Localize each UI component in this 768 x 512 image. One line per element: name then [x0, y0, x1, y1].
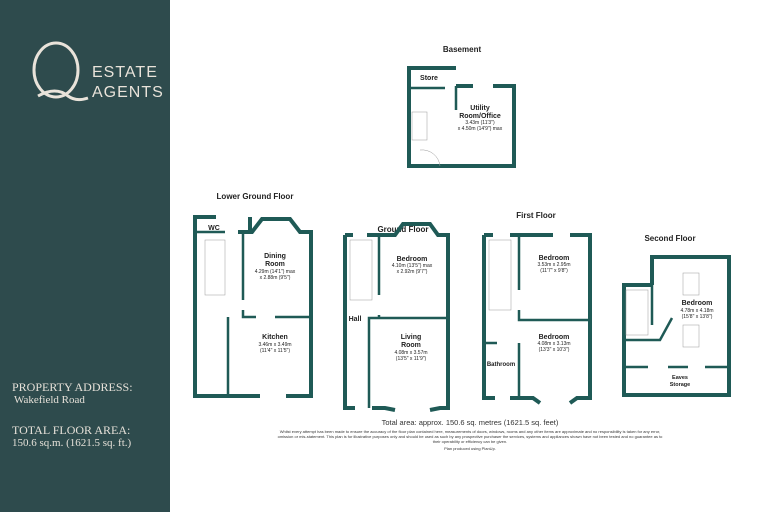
room-first-bedroom2-dim1: 4.08m x 3.13m	[537, 341, 570, 347]
room-first-bedroom1-dim1: 3.53m x 2.95m	[537, 262, 570, 268]
area-label: TOTAL FLOOR AREA:	[12, 423, 131, 437]
second-title: Second Floor	[644, 234, 695, 243]
room-dining-dim1: 4.29m (14'1") max	[255, 269, 296, 275]
ground-floor-plan: Ground Floor Hall Bedroom 4.10m (13'5") …	[343, 222, 450, 412]
room-eaves-name2: Storage	[670, 382, 690, 388]
room-kitchen-name: Kitchen	[262, 334, 288, 341]
floor-plans: Basement Store Utility Room/Office 3.43m…	[193, 45, 731, 412]
room-second-bedroom-name: Bedroom	[682, 300, 713, 307]
room-utility-name2: Room/Office	[459, 113, 501, 120]
room-second-bedroom-dim1: 4.78m x 4.18m	[680, 308, 713, 314]
room-ground-bedroom-dim2: x 2.92m (9'7")	[397, 269, 428, 275]
room-living-dim1: 4.08m x 3.57m	[394, 350, 427, 356]
area-value: 150.6 sq.m. (1621.5 sq. ft.)	[12, 437, 132, 449]
room-store: Store	[420, 75, 438, 82]
second-floor-plan: Second Floor Bedroom 4.78m x 4.18m (15'8…	[622, 234, 731, 397]
logo-text-estate: ESTATE	[92, 64, 158, 81]
room-first-bedroom2-dim2: (13'3" x 10'3")	[539, 347, 570, 353]
room-living-name: Living	[401, 334, 422, 341]
basement-plan: Basement Store Utility Room/Office 3.43m…	[407, 45, 516, 168]
room-ground-bedroom-dim1: 4.10m (13'5") max	[392, 263, 433, 269]
address-label: PROPERTY ADDRESS:	[12, 380, 133, 394]
logo-text-agents: AGENTS	[92, 84, 164, 101]
room-utility-dim1: 3.43m (11'3")	[465, 120, 495, 126]
room-second-bedroom-dim2: (15'8" x 13'8")	[682, 314, 713, 320]
room-living-dim2: (13'5" x 11'9")	[396, 356, 427, 362]
room-dining-dim2: x 2.88m (9'5")	[260, 275, 291, 281]
ground-title: Ground Floor	[377, 225, 428, 234]
room-bathroom: Bathroom	[487, 362, 515, 368]
room-dining-name2: Room	[265, 261, 285, 268]
room-eaves-name: Eaves	[672, 375, 688, 381]
room-first-bedroom2-name: Bedroom	[539, 334, 570, 341]
room-utility-dim2: x 4.50m (14'9") max	[458, 126, 503, 132]
room-first-bedroom1-dim2: (11'7" x 9'8")	[540, 268, 568, 274]
first-title: First Floor	[516, 211, 556, 220]
plan-credit: Plan produced using PlanUp.	[444, 446, 496, 451]
room-kitchen-dim1: 3.46m x 3.49m	[258, 342, 291, 348]
total-area: Total area: approx. 150.6 sq. metres (16…	[381, 418, 559, 427]
room-ground-bedroom-name: Bedroom	[397, 256, 428, 263]
sidebar: ESTATE AGENTS PROPERTY ADDRESS: Wakefiel…	[0, 0, 170, 512]
lower-ground-floor-plan: Lower Ground Floor WC Dining Room 4.29m …	[193, 192, 313, 398]
disclaimer: Whilst every attempt has been made to en…	[277, 429, 663, 444]
room-kitchen-dim2: (11'4" x 11'5")	[260, 348, 290, 354]
room-dining-name: Dining	[264, 253, 286, 260]
first-floor-plan: First Floor Bedroom 3.53m x 2.95m (11'7"…	[482, 211, 592, 405]
room-hall: Hall	[349, 316, 362, 323]
room-wc: WC	[208, 225, 220, 232]
room-utility-name: Utility	[470, 105, 490, 112]
room-living-name2: Room	[401, 342, 421, 349]
address-value: Wakefield Road	[14, 394, 85, 406]
lower-ground-title: Lower Ground Floor	[217, 192, 294, 201]
basement-title: Basement	[443, 45, 482, 54]
logo-q-icon	[32, 41, 89, 102]
room-first-bedroom1-name: Bedroom	[539, 255, 570, 262]
